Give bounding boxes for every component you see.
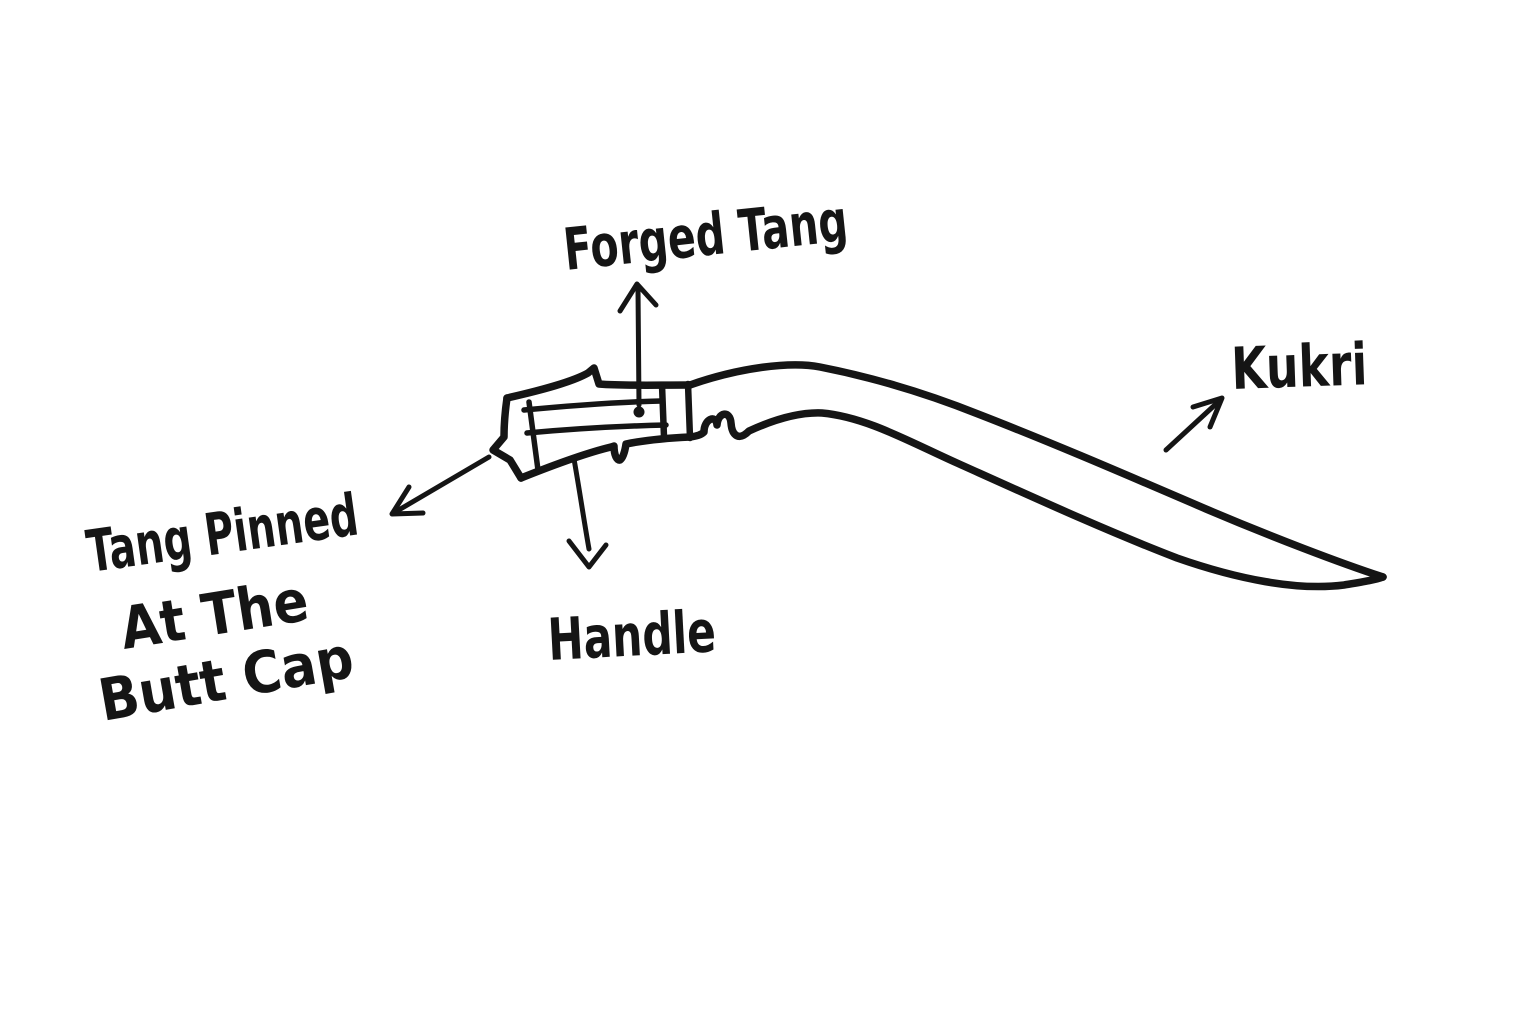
tang-upper-line	[521, 398, 664, 413]
butt-cap-divider-line	[526, 399, 541, 473]
tang-pinned-arrow-line	[394, 454, 492, 514]
kukri-arrow-line	[1163, 400, 1220, 453]
handle-arrowhead	[566, 538, 609, 570]
handle-top-path	[503, 364, 694, 402]
butt-cap-path	[489, 394, 525, 482]
label-handle: Handle	[546, 597, 717, 674]
tang-lower-line	[524, 422, 669, 436]
ink-strokes	[389, 281, 1387, 591]
labels: Forged Tang Kukri Tang Pinned At The But…	[82, 187, 1368, 735]
forged-tang-arrowhead	[617, 281, 659, 314]
handle-arrow-line	[571, 456, 592, 552]
tang-pinned-arrowhead	[389, 484, 426, 517]
label-forged-tang: Forged Tang	[560, 187, 851, 284]
handle-bottom-path	[517, 433, 694, 482]
blade-edge-path	[686, 409, 1387, 591]
blade-spine-path	[686, 361, 1387, 581]
label-kukri: Kukri	[1230, 330, 1368, 403]
forged-tang-arrow-line	[635, 286, 642, 408]
bolster-right-line	[684, 380, 694, 442]
label-tang-pinned-line-1: Tang Pinned	[82, 481, 362, 586]
bolster-left-line	[658, 381, 668, 441]
kukri-arrowhead	[1190, 395, 1225, 430]
tang-pin-dot	[633, 406, 645, 418]
